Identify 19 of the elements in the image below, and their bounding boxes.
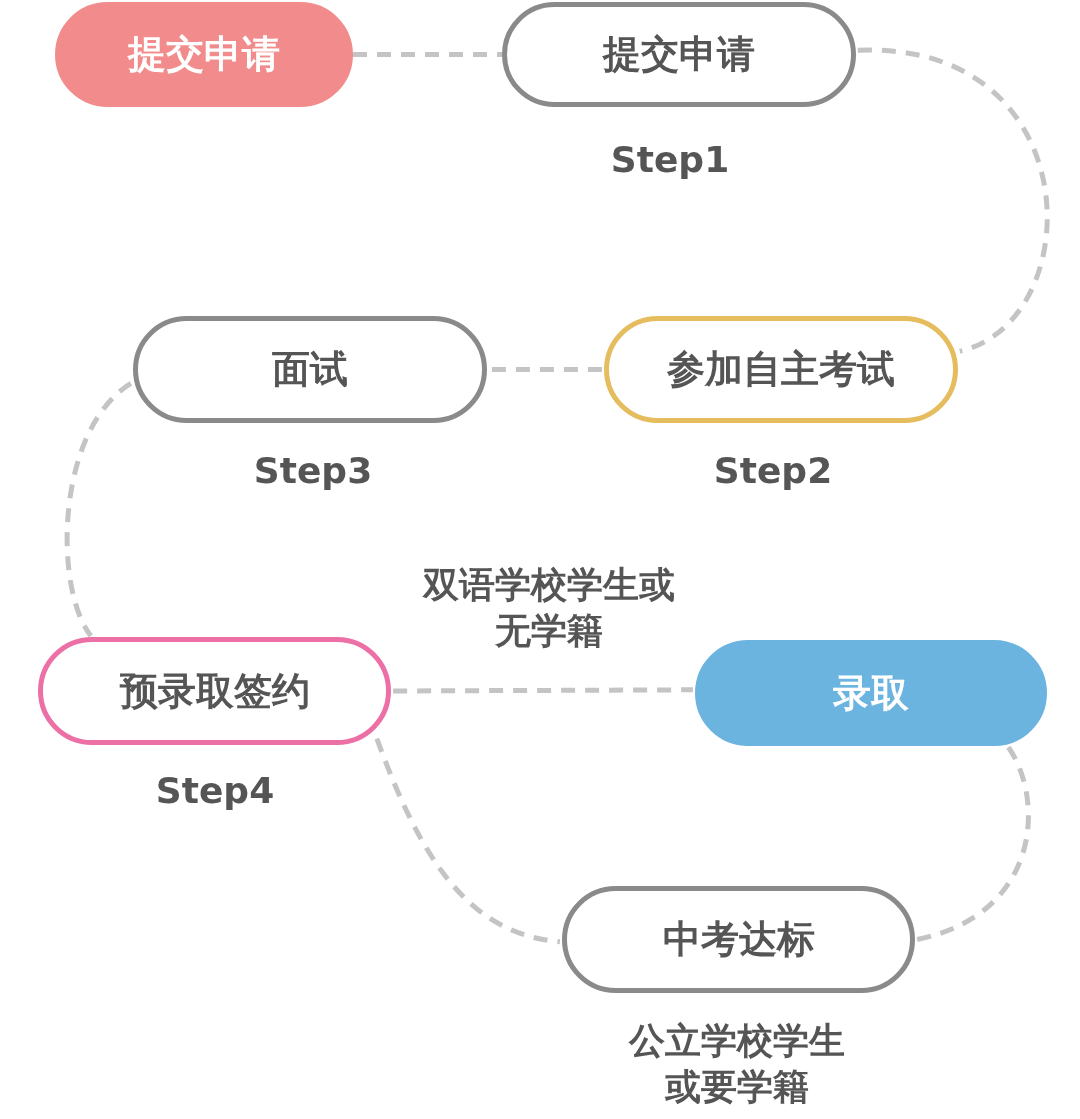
box-label: 提交申请 <box>128 31 280 78</box>
box-label: 参加自主考试 <box>667 346 895 393</box>
step-caption: Step3 <box>252 449 374 493</box>
box-label: 提交申请 <box>603 31 755 78</box>
connector-line <box>857 47 1050 354</box>
step-caption: Step1 <box>609 138 731 182</box>
box-label: 预录取签约 <box>119 667 310 715</box>
connector-line <box>393 687 693 694</box>
connector-line <box>489 367 602 372</box>
step-caption: Step4 <box>154 769 276 813</box>
box-label: 面试 <box>272 346 348 393</box>
connector-line <box>353 52 502 57</box>
step-caption: Step2 <box>712 449 834 493</box>
connector-line <box>374 737 561 945</box>
connector-line <box>916 745 1031 942</box>
step-caption: 公立学校学生或要学籍 <box>627 1019 846 1109</box>
connector-line <box>64 381 133 638</box>
box-label: 中考达标 <box>662 916 815 963</box>
box-label: 录取 <box>833 669 909 717</box>
